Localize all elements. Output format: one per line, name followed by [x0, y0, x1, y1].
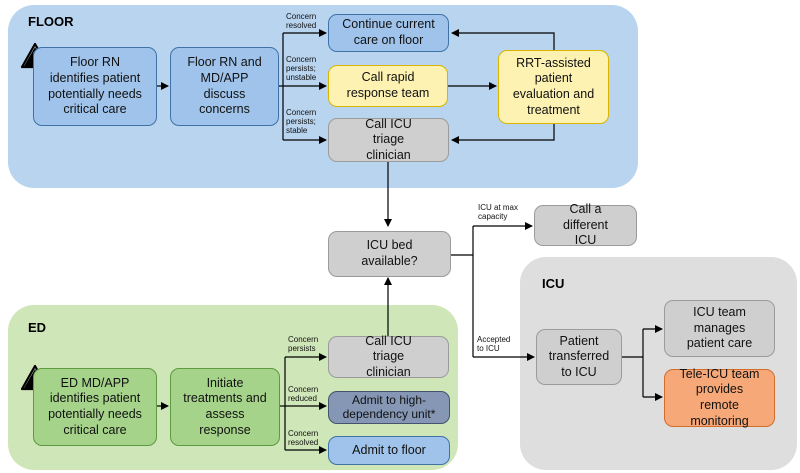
initiate-treatments-box: Initiate treatments and assess response [170, 368, 280, 446]
ed-md-box: ED MD/APP identifies patient potentially… [33, 368, 157, 446]
label-concern-resolved-floor: Concern resolved [286, 12, 317, 31]
continue-care-box: Continue current care on floor [328, 14, 449, 52]
ed-region-title: ED [28, 320, 47, 335]
label-ed-concern-persists: Concern persists [288, 335, 319, 354]
admit-hdu-box: Admit to high-dependency unit* [328, 391, 450, 424]
floor-rn-box: Floor RN identifies patient potentially … [33, 47, 157, 126]
label-ed-concern-resolved: Concern resolved [288, 429, 319, 448]
label-concern-persists-stable: Concern persists; stable [286, 108, 317, 136]
call-icu-triage-floor-box: Call ICU triage clinician [328, 117, 449, 162]
call-different-icu-box: Call a different ICU [534, 202, 637, 247]
label-accepted-to-icu: Accepted to ICU [477, 335, 511, 354]
icu-region-title: ICU [542, 276, 565, 291]
call-icu-triage-ed-box: Call ICU triage clinician [328, 334, 449, 379]
label-icu-max-capacity: ICU at max capacity [478, 203, 519, 222]
label-ed-concern-reduced: Concern reduced [288, 385, 319, 404]
tele-icu-box: Tele-ICU team provides remote monitoring [664, 367, 775, 428]
floor-region-title: FLOOR [28, 14, 74, 29]
icu-team-box: ICU team manages patient care [664, 300, 775, 357]
floor-discuss-box: Floor RN and MD/APP discuss concerns [170, 47, 279, 126]
patient-transferred-box: Patient transferred to ICU [536, 329, 622, 385]
rrt-eval-box: RRT-assisted patient evaluation and trea… [498, 50, 609, 124]
admit-floor-box: Admit to floor [328, 436, 450, 465]
icu-bed-available-box: ICU bed available? [328, 231, 451, 277]
call-rrt-box: Call rapid response team [328, 65, 448, 107]
label-concern-persists-unstable: Concern persists; unstable [286, 55, 317, 83]
